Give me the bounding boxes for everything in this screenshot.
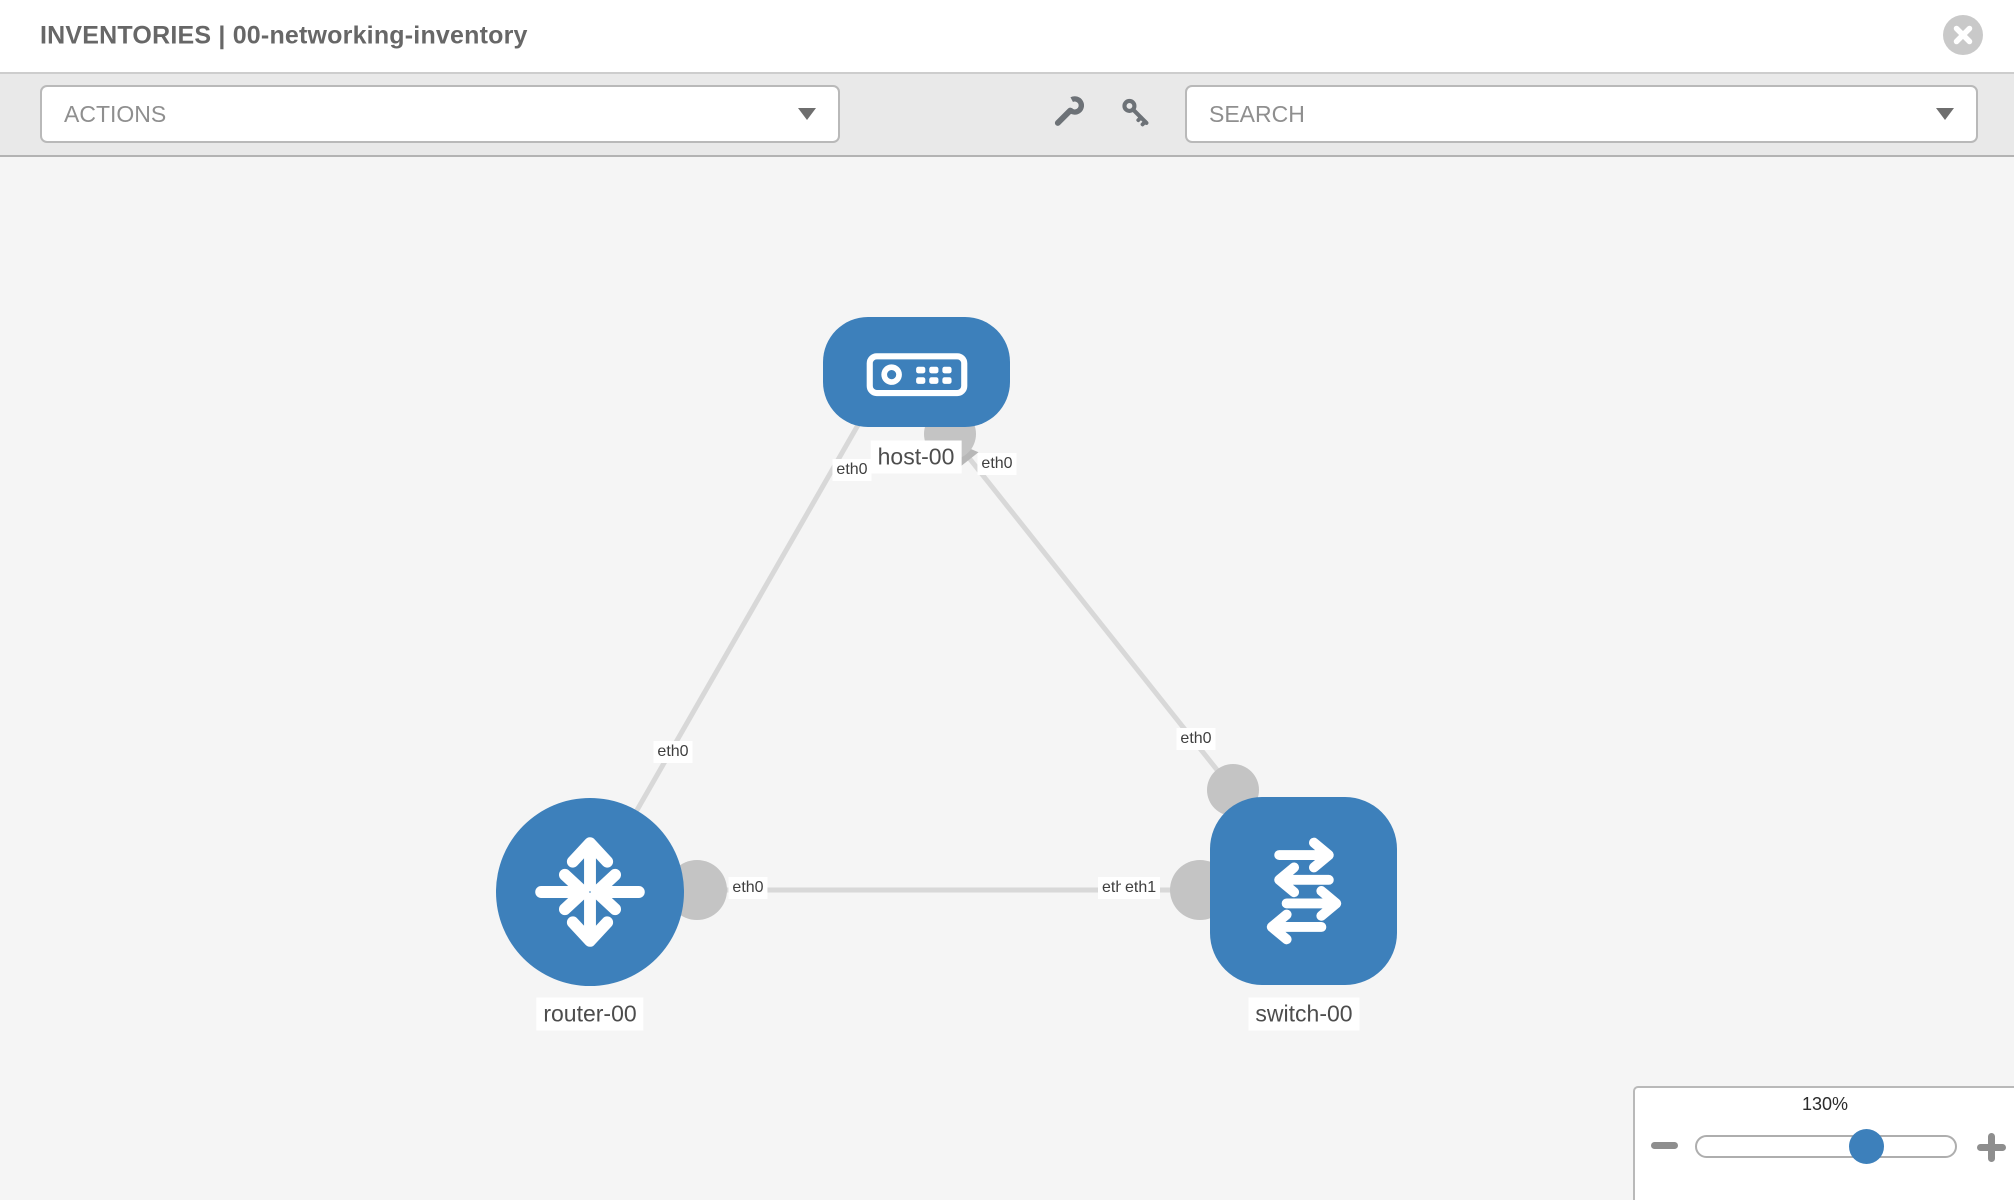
iface-label-host-eth0-left: eth0 — [832, 459, 872, 481]
iface-label-switch-eth1: eth1 — [1121, 877, 1161, 899]
chevron-down-icon — [1936, 108, 1954, 120]
node-switch-00[interactable] — [1210, 797, 1397, 985]
zoom-in-icon[interactable] — [1977, 1133, 2006, 1162]
iface-label-router-eth0-right: eth0 — [728, 877, 768, 899]
wrench-icon[interactable] — [1051, 95, 1085, 134]
node-label-host: host-00 — [870, 440, 962, 474]
key-icon[interactable] — [1119, 95, 1153, 134]
host-device-icon — [866, 353, 967, 397]
node-router-00[interactable] — [496, 798, 684, 986]
iface-label-router-eth0-up: eth0 — [653, 741, 693, 763]
switch-icon — [1266, 837, 1341, 945]
zoom-control-panel: 130% — [1633, 1086, 2014, 1200]
node-label-router: router-00 — [536, 997, 644, 1031]
links-layer — [587, 408, 1304, 920]
zoom-slider-handle[interactable] — [1849, 1129, 1884, 1164]
search-placeholder: SEARCH — [1209, 100, 1305, 127]
zoom-level-value: 130% — [1801, 1094, 1849, 1114]
iface-label-switch-eth0-top: eth0 — [1176, 728, 1216, 750]
toolbar: ACTIONS SEARCH — [0, 74, 2014, 157]
topology-canvas[interactable]: host-00 router-00 switch-00 eth0 eth0 et… — [0, 157, 2014, 1200]
iface-label-host-eth0-right: eth0 — [977, 453, 1017, 475]
chevron-down-icon — [798, 108, 816, 120]
search-dropdown[interactable]: SEARCH — [1185, 85, 1978, 143]
actions-dropdown[interactable]: ACTIONS — [40, 85, 840, 143]
page-title: INVENTORIES | 00-networking-inventory — [40, 21, 528, 50]
close-button[interactable] — [1943, 15, 1983, 55]
actions-dropdown-label: ACTIONS — [64, 100, 167, 127]
zoom-out-icon[interactable] — [1651, 1142, 1678, 1149]
node-host-00[interactable] — [823, 317, 1010, 427]
node-label-switch: switch-00 — [1248, 997, 1360, 1031]
router-icon — [535, 837, 645, 947]
window-header: INVENTORIES | 00-networking-inventory — [0, 0, 2014, 74]
close-icon — [1953, 25, 1973, 45]
zoom-slider[interactable] — [1695, 1135, 1957, 1158]
